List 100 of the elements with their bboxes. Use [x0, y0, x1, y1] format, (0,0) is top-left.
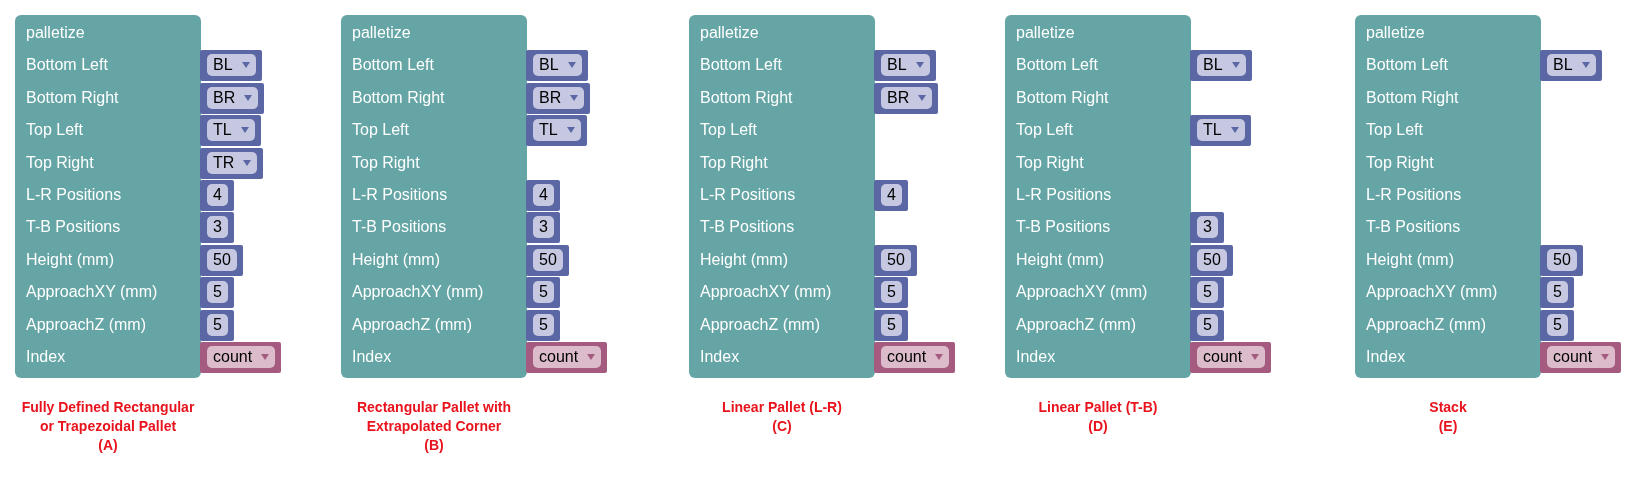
input-label: Top Left	[700, 120, 757, 141]
number-field: 50	[881, 248, 911, 271]
input-label: ApproachZ (mm)	[700, 314, 821, 335]
value-block	[200, 115, 261, 147]
input-label: Bottom Left	[1016, 55, 1098, 76]
value-block	[1190, 50, 1252, 82]
value-block	[874, 180, 908, 211]
number-field: 4	[881, 184, 902, 206]
input-label: Bottom Right	[352, 87, 445, 108]
caption: (B)	[424, 436, 444, 455]
value-block	[200, 212, 234, 244]
dropdown-field: TL	[533, 119, 581, 142]
number-field: 50	[1547, 248, 1577, 271]
input-label: Height (mm)	[1016, 249, 1104, 270]
value-block	[1540, 309, 1574, 341]
value-block	[1190, 277, 1224, 309]
input-label: L-R Positions	[700, 185, 796, 205]
value-block	[526, 342, 608, 373]
block-title: palletize	[700, 23, 759, 43]
caption: Linear Pallet (L-R)	[722, 398, 842, 417]
number-field: 5	[1197, 281, 1218, 304]
input-label: L-R Positions	[26, 185, 122, 205]
input-label: T-B Positions	[352, 217, 447, 238]
block-title: palletize	[352, 23, 411, 43]
input-label: Top Right	[1016, 152, 1084, 173]
value-block	[1190, 244, 1233, 276]
input-label: ApproachXY (mm)	[700, 282, 832, 303]
caption: (D)	[1088, 417, 1108, 436]
input-label: Top Right	[700, 152, 768, 173]
input-label: Height (mm)	[700, 249, 788, 270]
value-block	[200, 50, 262, 82]
input-label: Bottom Left	[352, 55, 434, 76]
variable-dropdown-field: count	[1197, 346, 1266, 368]
number-field: 5	[1547, 281, 1568, 304]
input-label: Top Right	[1366, 152, 1434, 173]
input-label: Height (mm)	[1366, 249, 1454, 270]
number-field: 5	[1547, 313, 1568, 336]
input-label: Top Right	[352, 152, 420, 173]
input-label: L-R Positions	[352, 185, 448, 205]
dropdown-field: BL	[881, 54, 930, 77]
number-field: 5	[881, 313, 902, 336]
input-label: Index	[352, 347, 392, 367]
caption: Rectangular Pallet with Extrapolated Corner	[355, 398, 512, 436]
caption: (A)	[98, 436, 118, 455]
input-label: Top Right	[26, 152, 94, 173]
dropdown-field: BR	[533, 86, 585, 109]
dropdown-field: BR	[207, 86, 259, 109]
value-block	[1540, 50, 1602, 82]
dropdown-field: TL	[207, 119, 255, 142]
value-block	[200, 342, 282, 373]
value-block	[1540, 342, 1622, 373]
number-field: 4	[207, 184, 228, 206]
number-field: 3	[1197, 216, 1218, 239]
dropdown-field: BL	[1547, 54, 1596, 77]
number-field: 5	[1197, 313, 1218, 336]
input-label: Top Left	[1016, 120, 1073, 141]
value-block	[1190, 212, 1224, 244]
value-block	[874, 50, 936, 82]
value-block	[874, 342, 956, 373]
input-label: ApproachZ (mm)	[1366, 314, 1487, 335]
input-label: Index	[700, 347, 740, 367]
input-label: T-B Positions	[1366, 217, 1461, 238]
dropdown-field: TR	[207, 151, 258, 174]
input-label: Index	[1016, 347, 1056, 367]
number-field: 3	[533, 216, 554, 239]
dropdown-field: BL	[1197, 54, 1246, 77]
input-label: Index	[1366, 347, 1406, 367]
value-block	[1190, 115, 1251, 147]
caption: Stack	[1429, 398, 1467, 417]
value-block	[526, 115, 587, 147]
value-block	[526, 244, 569, 276]
number-field: 50	[1197, 248, 1227, 271]
caption: (E)	[1438, 417, 1458, 436]
caption: Linear Pallet (T-B)	[1038, 398, 1158, 417]
input-label: Top Left	[26, 120, 83, 141]
input-label: Bottom Left	[700, 55, 782, 76]
input-label: T-B Positions	[1016, 217, 1111, 238]
value-block	[526, 212, 560, 244]
value-block	[526, 180, 560, 211]
dropdown-field: BL	[533, 54, 582, 77]
code-block	[1005, 15, 1191, 378]
value-block	[200, 309, 234, 341]
variable-dropdown-field: count	[1547, 346, 1616, 368]
input-label: ApproachXY (mm)	[1366, 282, 1498, 303]
number-field: 5	[881, 281, 902, 304]
value-block	[1540, 277, 1574, 309]
caption: Fully Defined Rectangular or Trapezoidal Pallet	[20, 398, 196, 436]
number-field: 50	[207, 248, 237, 271]
caption: (C)	[772, 417, 792, 436]
input-label: L-R Positions	[1366, 185, 1462, 205]
value-block	[874, 82, 939, 114]
value-block	[526, 277, 560, 309]
block-title: palletize	[1366, 23, 1425, 43]
input-label: Bottom Right	[700, 87, 793, 108]
input-label: ApproachXY (mm)	[26, 282, 158, 303]
value-block	[526, 309, 560, 341]
number-field: 5	[207, 281, 228, 304]
value-block	[200, 147, 264, 179]
number-field: 50	[533, 248, 563, 271]
variable-dropdown-field: count	[533, 346, 602, 368]
